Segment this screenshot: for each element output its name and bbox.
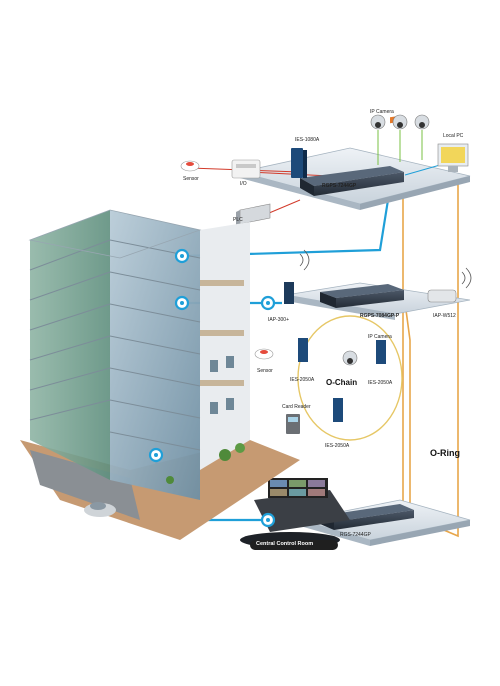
rgps-7084gp-p-switch	[320, 284, 404, 308]
local-pc-icon	[437, 143, 469, 172]
ip-camera-dome-icon	[342, 350, 358, 366]
label-rgs-7244gp: RGS-7244GP	[340, 532, 371, 538]
link-node	[174, 248, 190, 264]
label-plc: PLC	[233, 217, 243, 223]
label-iap-300: IAP-300+	[268, 317, 289, 323]
ies-1080a-switch	[291, 148, 307, 178]
label-card-reader: Card Reader	[282, 404, 311, 410]
label-ies-2050a-left: IES-2050A	[290, 377, 315, 383]
label-rgps-7084gp-p: RGPS-7084GP-P	[360, 313, 400, 319]
car-icon	[84, 502, 116, 517]
ip-camera-dome-icon	[392, 114, 408, 130]
label-local-pc: Local PC	[443, 133, 464, 139]
label-io: I/O	[240, 181, 247, 187]
link-node	[260, 512, 276, 528]
label-ies-2050a-bottom: IES-2050A	[325, 443, 350, 449]
ip-camera-dome-icon	[370, 114, 386, 130]
card-reader-icon	[286, 414, 300, 434]
link-node	[174, 295, 190, 311]
label-o-chain: O-Chain	[326, 378, 358, 387]
control-room-banner	[250, 540, 338, 550]
label-rgps-7244gp-top: RGPS-7244GP	[322, 183, 357, 189]
iap-w512-access-point-icon	[427, 267, 472, 303]
ip-camera-dome-icon	[414, 114, 430, 130]
label-sensor-top: Sensor	[183, 176, 199, 182]
plc-icon	[236, 203, 271, 226]
label-central-control-room: Central Control Room	[256, 541, 314, 547]
ies-2050a-switch	[376, 340, 386, 364]
o-chain-loop	[297, 315, 403, 441]
label-sensor-mid: Sensor	[257, 368, 273, 374]
o-ring-links	[402, 174, 459, 538]
building-illustration	[20, 209, 300, 540]
link-node	[148, 447, 164, 463]
ies-2050a-switch	[333, 398, 343, 422]
io-module-icon	[231, 159, 261, 179]
label-ip-camera-mid: IP Camera	[368, 334, 392, 340]
label-ies-1080a: IES-1080A	[295, 137, 320, 143]
label-iap-w512: IAP-W512	[433, 313, 456, 319]
iap-300-access-point-icon	[284, 249, 310, 304]
ies-2050a-switch	[298, 338, 308, 362]
label-o-ring: O-Ring	[430, 448, 460, 458]
smoke-sensor-icon	[254, 348, 274, 360]
label-ies-2050a-right: IES-2050A	[368, 380, 393, 386]
label-ip-camera-top: IP Camera	[370, 109, 394, 115]
link-node	[260, 295, 276, 311]
smoke-sensor-icon	[180, 160, 200, 172]
